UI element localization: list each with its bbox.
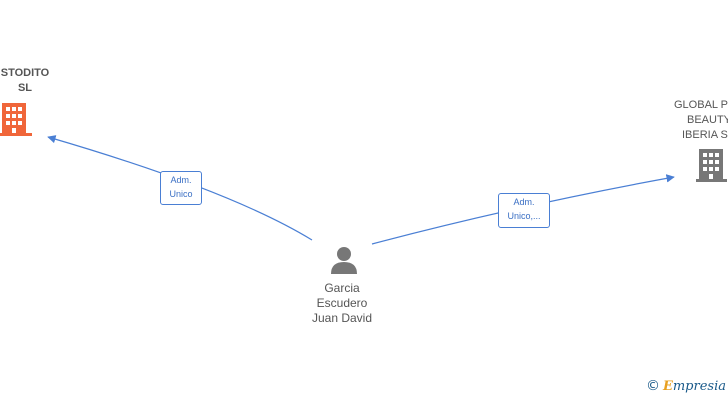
company-right-name-line2: BEAUTY <box>687 114 728 126</box>
edge-label-line1: Adm. <box>513 197 535 207</box>
brand-name: mpresia <box>672 379 726 394</box>
company-left-name-line2: SL <box>17 82 33 94</box>
brand-initial: E <box>662 379 673 394</box>
person-name-line2: Escudero <box>316 296 368 310</box>
edge-label-line2: Unico,... <box>507 211 541 221</box>
copyright-symbol: © <box>645 378 660 394</box>
company-right-name-line1: GLOBAL P <box>674 99 728 111</box>
edge-person-to-left-company <box>47 135 313 241</box>
person-icon[interactable] <box>331 247 357 274</box>
edge-label-adm-unico[interactable]: Adm. Unico <box>160 171 202 205</box>
edge-label-adm-unico-more[interactable]: Adm. Unico,... <box>498 193 550 228</box>
company-right-name-line3: IBERIA S <box>682 129 728 141</box>
person-label[interactable]: Garcia Escudero Juan David <box>296 281 388 326</box>
person-name-line3: Juan David <box>311 311 373 325</box>
company-left-name-line1: STODITO <box>0 67 50 79</box>
building-icon[interactable] <box>0 103 32 136</box>
company-right-label[interactable]: GLOBAL P BEAUTY IBERIA S <box>672 98 728 143</box>
building-icon[interactable] <box>696 149 727 182</box>
edge-label-line1: Adm. <box>170 175 192 185</box>
empresia-logo: ©Empresia <box>646 378 726 394</box>
edge-label-line2: Unico <box>169 189 193 199</box>
company-left-label[interactable]: STODITO SL <box>0 66 54 96</box>
person-name-line1: Garcia <box>324 281 360 295</box>
